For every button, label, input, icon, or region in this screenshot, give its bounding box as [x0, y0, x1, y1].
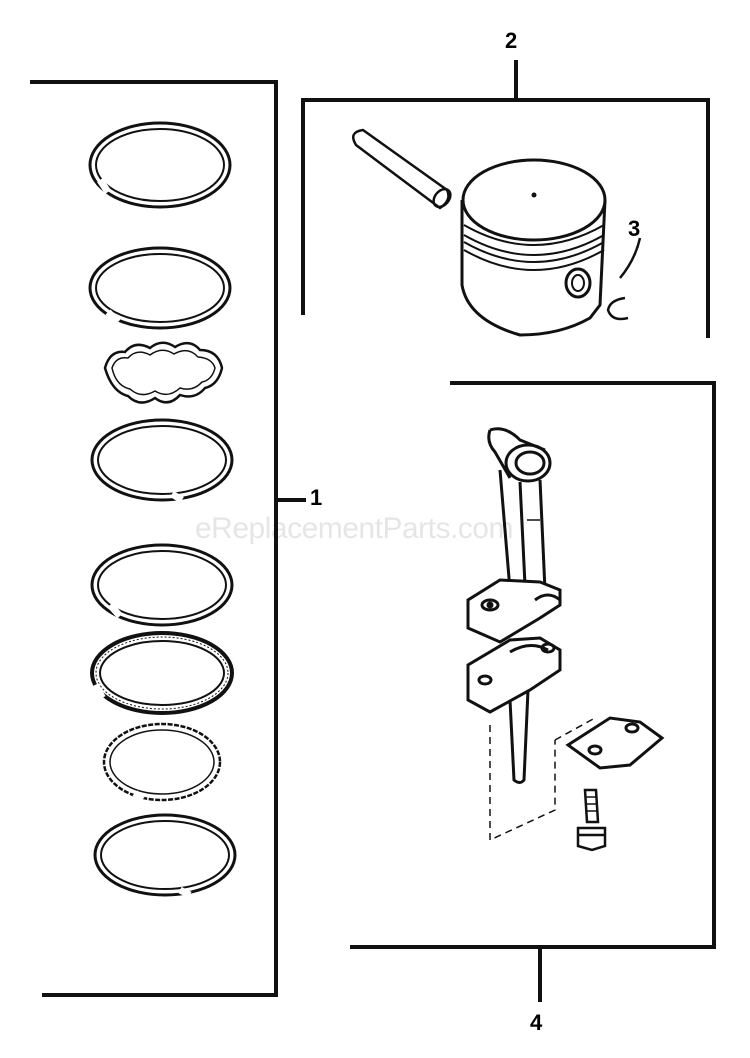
- connecting-rod-cap: [466, 636, 562, 784]
- ring-set-bracket: [30, 80, 306, 997]
- callout-2: 2: [505, 28, 518, 53]
- piston-pin-retainer-clip: [606, 237, 642, 321]
- piston-bracket: [301, 60, 710, 338]
- oil-ring-expander: [103, 341, 224, 404]
- assembly-dashed-lines: [489, 717, 596, 842]
- piston-ring-1: [88, 121, 232, 209]
- piston: [460, 158, 607, 337]
- piston-pin: [351, 128, 452, 210]
- lock-plate: [565, 716, 665, 770]
- callout-4: 4: [530, 1010, 543, 1035]
- connecting-rod-bracket: [350, 381, 716, 1002]
- callout-1: 1: [310, 485, 323, 510]
- oil-control-ring: [90, 631, 234, 715]
- oil-ring-rail: [102, 722, 222, 803]
- piston-ring-2: [88, 246, 232, 330]
- piston-ring-4: [90, 543, 234, 627]
- piston-ring-3: [90, 418, 234, 504]
- rod-cap-bolt: [576, 788, 607, 852]
- connecting-rod: [466, 427, 562, 644]
- callout-3: 3: [628, 216, 641, 241]
- piston-ring-7: [93, 813, 237, 899]
- piston-ring-set: [88, 121, 237, 899]
- watermark: eReplacementParts.com: [195, 512, 513, 545]
